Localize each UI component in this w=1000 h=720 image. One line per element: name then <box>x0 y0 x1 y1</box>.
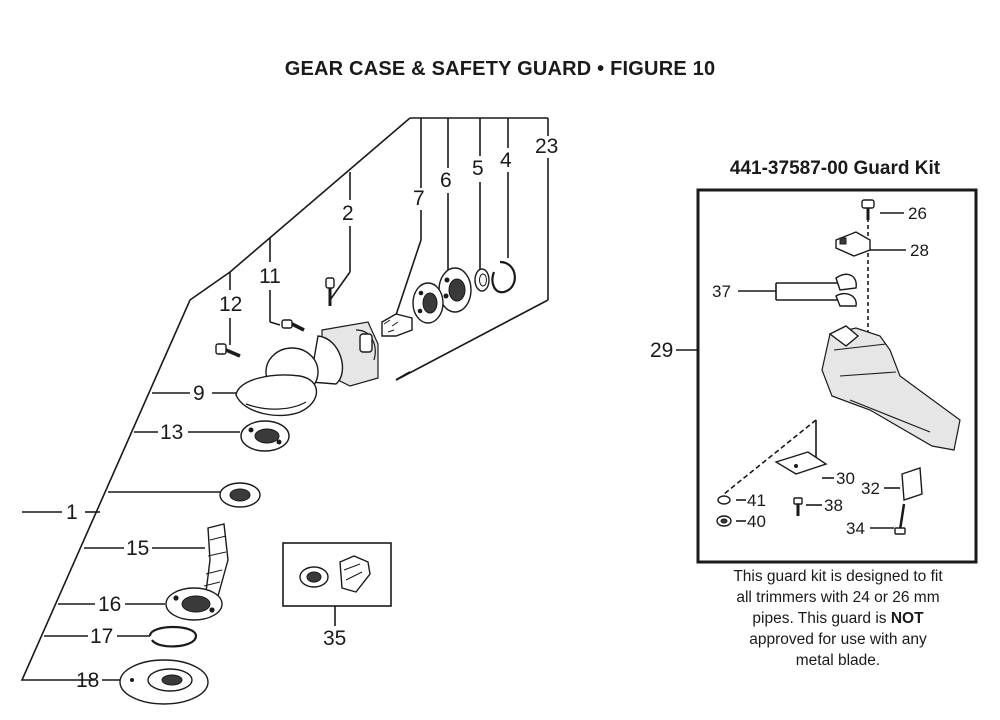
note-line-5: metal blade. <box>795 652 881 669</box>
callout-17: 17 <box>90 625 114 648</box>
gear-set-box-35 <box>282 542 392 607</box>
washer-part-5 <box>474 268 490 292</box>
washer-part-41 <box>717 495 731 505</box>
gear-case-part-9 <box>235 321 411 417</box>
callout-38: 38 <box>824 496 843 515</box>
bolt-part-11 <box>281 319 305 332</box>
bearing-part-16 <box>165 587 223 621</box>
callout-16: 16 <box>98 593 122 616</box>
callout-1: 1 <box>66 501 78 524</box>
screw-part-34 <box>894 503 906 535</box>
callout-34: 34 <box>846 519 865 538</box>
guard-kit-leader-lines <box>723 212 906 529</box>
left-leader-lines <box>20 117 549 681</box>
note-line-2: all trimmers with 24 or 26 mm <box>736 589 940 606</box>
callout-29: 29 <box>650 339 674 362</box>
callout-35: 35 <box>323 627 347 650</box>
callout-28: 28 <box>910 241 929 260</box>
callout-9: 9 <box>193 382 205 405</box>
snap-ring-part-17 <box>148 626 198 648</box>
seal-part <box>219 482 261 508</box>
callout-18: 18 <box>76 669 100 692</box>
bearing-part-13 <box>240 420 290 452</box>
callout-41: 41 <box>747 491 766 510</box>
callout-4: 4 <box>500 149 512 172</box>
guard-kit-title: 441-37587-00 Guard Kit <box>729 158 941 179</box>
pinion-gear-part <box>381 313 413 337</box>
bracket-part-30 <box>774 451 828 475</box>
figure-title: GEAR CASE & SAFETY GUARD • FIGURE 10 <box>284 58 716 80</box>
callout-37: 37 <box>712 282 731 301</box>
spindle-part-15 <box>203 523 229 597</box>
callout-23: 23 <box>535 135 559 158</box>
callout-30: 30 <box>836 469 855 488</box>
nut-part-40 <box>716 515 732 527</box>
screw-part-2 <box>325 277 335 306</box>
note-line-4: approved for use with any <box>749 631 927 648</box>
clamp-part-28 <box>835 231 871 257</box>
callout-11: 11 <box>259 265 281 288</box>
guard-kit-box <box>676 188 978 564</box>
callout-6: 6 <box>440 169 452 192</box>
note-line-3: pipes. This guard is NOT <box>690 608 986 629</box>
snap-ring-part-4 <box>491 260 516 294</box>
guard-body-part-29 <box>821 325 961 451</box>
blade-part-32 <box>901 467 923 501</box>
callout-12: 12 <box>219 293 243 316</box>
screw-part-26 <box>861 199 875 220</box>
callout-7: 7 <box>413 187 425 210</box>
screw-part-38 <box>793 497 803 516</box>
callout-5: 5 <box>472 157 484 180</box>
note-line-3-text: pipes. This guard is <box>752 610 891 627</box>
callout-2: 2 <box>342 202 354 225</box>
bearing-part-7 <box>412 282 444 324</box>
bolt-part-12 <box>215 343 241 358</box>
callout-13: 13 <box>160 421 184 444</box>
guard-kit-note: This guard kit is designed to fit all tr… <box>690 566 986 671</box>
washer-plate-part-18 <box>119 659 209 705</box>
callout-26: 26 <box>908 204 927 223</box>
callout-32: 32 <box>861 479 880 498</box>
callout-15: 15 <box>126 537 150 560</box>
note-not-emphasis: NOT <box>890 610 924 627</box>
clamp-halves-part-37 <box>835 273 857 307</box>
bearing-part-6 <box>438 267 472 313</box>
note-line-1: This guard kit is designed to fit <box>733 568 943 585</box>
callout-40: 40 <box>747 512 766 531</box>
